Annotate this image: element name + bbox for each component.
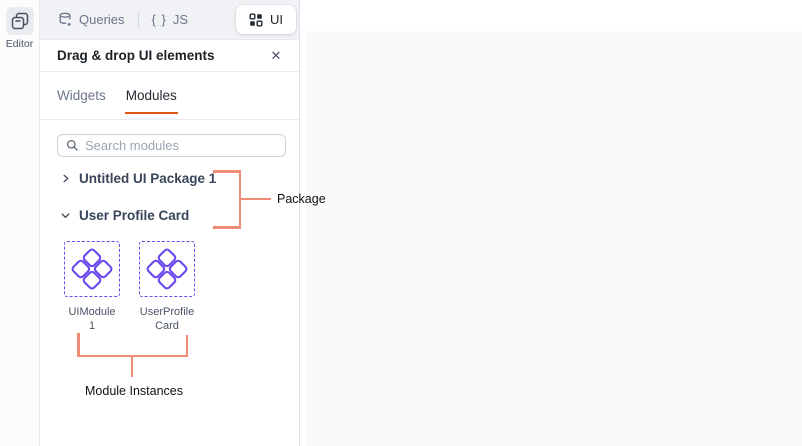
braces-icon: { } xyxy=(151,12,167,27)
close-icon[interactable]: ✕ xyxy=(270,47,282,63)
editor-pages-icon xyxy=(10,11,30,31)
grid-layout-icon xyxy=(249,13,263,27)
module-diamonds-icon xyxy=(66,243,118,295)
tab-queries-label: Queries xyxy=(79,12,125,27)
search-input[interactable] xyxy=(85,138,277,153)
tab-js[interactable]: { } JS xyxy=(152,12,188,27)
tab-ui[interactable]: UI xyxy=(236,5,296,34)
package-name: Untitled UI Package 1 xyxy=(79,170,217,186)
module-instances-annotation-line xyxy=(77,333,80,357)
module-labels-row: UIModule 1 UserProfileCard xyxy=(40,305,299,333)
package-annotation-line xyxy=(241,197,271,200)
package-row-user-profile-card[interactable]: User Profile Card xyxy=(40,206,299,224)
editor-button[interactable] xyxy=(5,7,34,35)
module-cards-row xyxy=(40,241,299,297)
chevron-right-icon[interactable] xyxy=(60,173,71,184)
module-instances-annotation-line xyxy=(130,357,133,377)
editor-canvas[interactable] xyxy=(306,31,802,446)
tab-queries[interactable]: Queries xyxy=(58,12,125,27)
package-annotation-line xyxy=(238,170,241,229)
panel-header: Drag & drop UI elements ✕ xyxy=(40,40,299,72)
module-card-userprofilecard[interactable] xyxy=(139,241,195,297)
package-row-untitled-ui-package-1[interactable]: Untitled UI Package 1 xyxy=(40,169,299,187)
module-label: UIModule 1 xyxy=(68,306,116,332)
module-instances-annotation-line xyxy=(185,335,188,357)
package-annotation-line xyxy=(213,170,241,173)
database-icon xyxy=(58,12,73,27)
left-rail: Editor xyxy=(0,0,40,446)
package-name: User Profile Card xyxy=(79,207,190,223)
module-instances-annotation-line xyxy=(77,354,188,357)
tab-ui-label: UI xyxy=(270,12,283,27)
chevron-down-icon[interactable] xyxy=(60,210,71,221)
panel-tabs: Widgets Modules xyxy=(40,72,299,120)
module-label: UserProfileCard xyxy=(139,306,195,332)
ui-elements-panel: Queries { } JS UI Drag & drop UI element… xyxy=(40,0,300,446)
module-instances-annotation-label: Module Instances xyxy=(85,384,183,398)
editor-label: Editor xyxy=(5,38,34,50)
search-box xyxy=(57,134,286,157)
package-annotation-line xyxy=(213,226,241,229)
editor-segment-bar: Queries { } JS UI xyxy=(40,0,299,40)
segment-divider xyxy=(137,11,139,28)
panel-title: Drag & drop UI elements xyxy=(57,48,215,63)
tab-modules[interactable]: Modules xyxy=(124,84,178,114)
package-annotation-label: Package xyxy=(277,192,326,206)
tab-widgets[interactable]: Widgets xyxy=(57,88,106,103)
search-icon xyxy=(66,139,79,152)
module-card-uimodule-1[interactable] xyxy=(64,241,120,297)
module-diamonds-icon xyxy=(141,243,193,295)
tab-js-label: JS xyxy=(172,12,188,27)
